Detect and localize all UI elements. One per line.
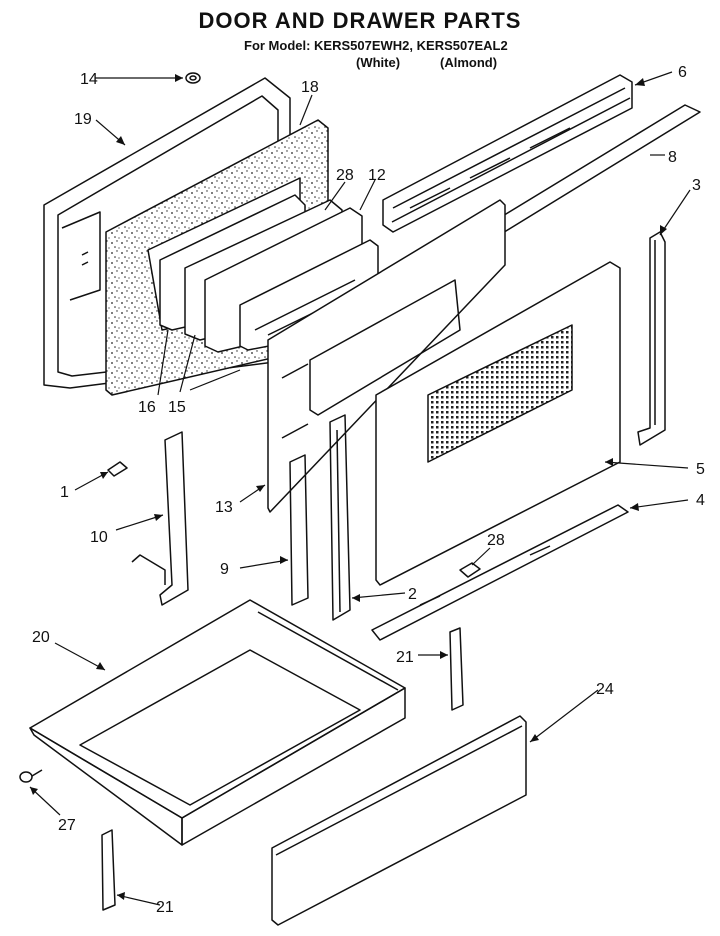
callout-15: 15 <box>168 399 186 416</box>
callout-24: 24 <box>596 681 614 698</box>
door-knob <box>186 73 200 83</box>
inner-glass-panels <box>160 195 378 352</box>
callout-9: 9 <box>220 561 229 578</box>
callout-20: 20 <box>32 629 50 646</box>
color-white: (White) <box>356 55 401 70</box>
callout-10: 10 <box>90 529 108 546</box>
outer-door-panel <box>376 262 620 585</box>
callout-12: 12 <box>368 167 386 184</box>
drawer-slide-lower <box>102 830 115 910</box>
callout-18: 18 <box>301 79 319 96</box>
callout-27: 27 <box>58 817 76 834</box>
callout-8: 8 <box>668 149 677 166</box>
vent-trim <box>383 75 632 232</box>
callout-16: 16 <box>138 399 156 416</box>
drawer-slide-upper <box>450 628 463 710</box>
callout-21-lower: 21 <box>156 899 174 916</box>
callout-21-upper: 21 <box>396 649 414 666</box>
callout-28-top: 28 <box>336 167 354 184</box>
callout-13: 13 <box>215 499 233 516</box>
callout-3: 3 <box>692 177 701 194</box>
model-line: For Model: KERS507EWH2, KERS507EAL2 <box>244 38 508 53</box>
clip <box>108 462 127 476</box>
small-bracket-lower <box>460 563 480 577</box>
drawer <box>30 600 405 845</box>
callout-1: 1 <box>60 484 69 501</box>
color-almond: (Almond) <box>440 55 498 70</box>
callout-2: 2 <box>408 586 417 603</box>
callout-28-bottom: 28 <box>487 532 505 549</box>
drawer-roller <box>20 770 42 782</box>
callout-4: 4 <box>696 492 705 509</box>
diagram-title: DOOR AND DRAWER PARTS <box>198 8 522 33</box>
side-trim-strip <box>290 455 308 605</box>
hinge <box>132 432 188 605</box>
side-bracket-right <box>638 232 665 445</box>
arrowheads <box>30 74 667 900</box>
callout-14: 14 <box>80 71 98 88</box>
callout-19: 19 <box>74 111 92 128</box>
callout-6: 6 <box>678 64 687 81</box>
inner-door-liner <box>268 200 505 512</box>
door-side-channel <box>330 415 350 620</box>
drawer-front-panel <box>272 716 526 925</box>
bottom-trim <box>372 505 628 640</box>
callout-5: 5 <box>696 461 705 478</box>
